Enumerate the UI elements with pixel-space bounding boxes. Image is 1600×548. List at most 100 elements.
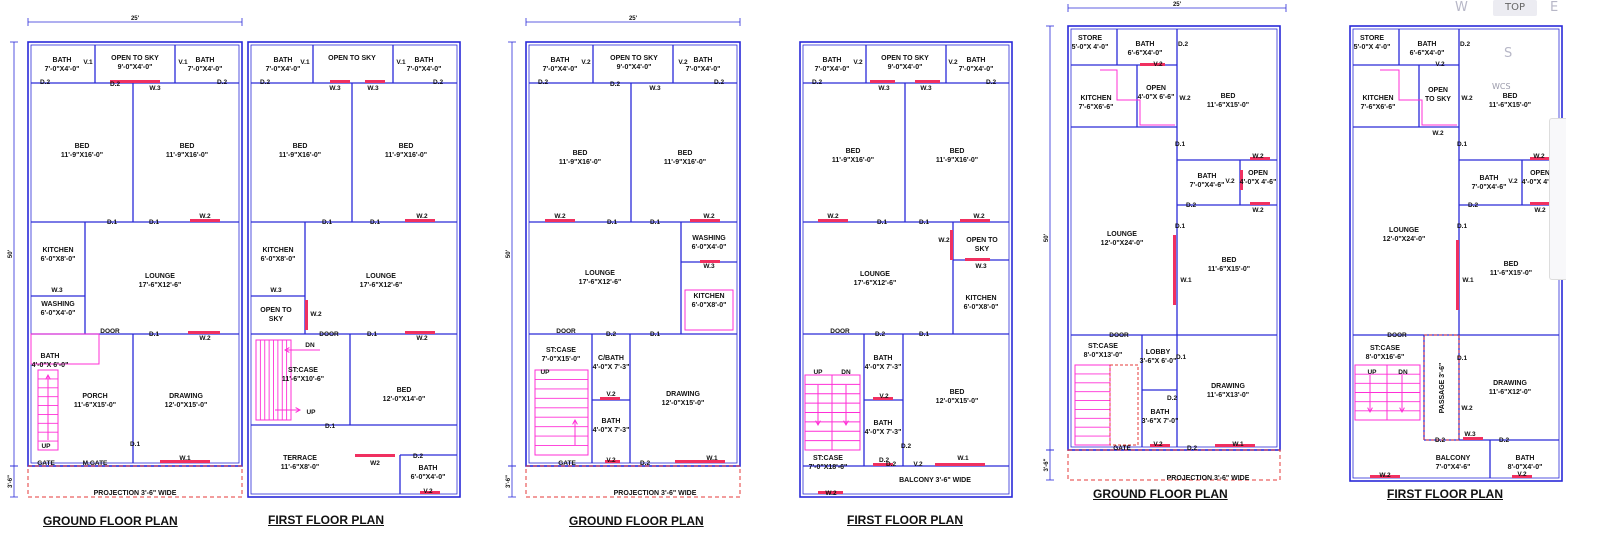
window-opening	[1370, 475, 1400, 478]
opening-tag: M.GATE	[83, 460, 108, 467]
room-bed-name: BED	[950, 389, 965, 396]
window-opening	[190, 219, 220, 222]
window-opening	[915, 80, 940, 83]
room-bath-name: BATH	[602, 418, 621, 425]
opening-tag: W.3	[975, 263, 987, 270]
dimension-label: 3'-6"	[8, 475, 14, 488]
opening-tag: D.1	[919, 219, 930, 226]
stair-arrowhead	[572, 418, 578, 425]
room-drawing-name: DRAWING	[1211, 383, 1245, 390]
opening-tag: V.2	[913, 461, 923, 468]
opening-tag: DN	[305, 342, 315, 349]
room-staircase-size: 8'-0"X13'-0"	[1084, 352, 1123, 359]
room-bath-size: 6'-6"X4'-0"	[1128, 50, 1163, 57]
opening-tag: V.2	[423, 488, 433, 495]
opening-tag: D.1	[107, 219, 118, 226]
opening-tag: GATE	[558, 460, 576, 467]
opening-tag: D.1	[1176, 354, 1187, 361]
opening-tag: DN	[1398, 369, 1408, 376]
opening-tag: W.3	[149, 85, 161, 92]
opening-tag: V.2	[1153, 441, 1163, 448]
room-open-name: OPEN	[1248, 170, 1268, 177]
window-opening	[935, 463, 985, 466]
window-opening	[1150, 444, 1170, 447]
room-open-to-sky-name: SKY	[269, 316, 284, 323]
viewcube-west-label[interactable]: W	[1455, 0, 1468, 15]
room-bed-name: BED	[846, 148, 861, 155]
room-bed-size: 11'-6"X15'-0"	[1207, 102, 1249, 109]
window-opening	[110, 80, 160, 83]
opening-tag: GATE	[1113, 445, 1131, 452]
opening-tag: V.1	[178, 59, 188, 66]
room-open-to-sky-size: 9'-0"X4'-0"	[118, 64, 153, 71]
viewcube-south-label[interactable]: S	[1504, 46, 1513, 61]
opening-tag: D.2	[538, 79, 549, 86]
dimension-label: 50'	[506, 249, 512, 258]
room-drawing-size: 12'-0"X15'-0"	[165, 402, 208, 409]
room-bed-size: 12'-0"X14'-0"	[383, 396, 426, 403]
room-bed-size: 12'-0"X15'-0"	[936, 398, 979, 405]
opening-tag: V.2	[1517, 471, 1527, 478]
room-staircase-name: ST:CASE	[288, 367, 318, 374]
room-bath-name: BATH	[419, 465, 438, 472]
room-kitchen-size: 6'-0"X8'-0"	[964, 304, 999, 311]
room-bath-name: BATH	[415, 57, 434, 64]
room-bath-name: BATH	[1480, 175, 1499, 182]
room-kitchen-size: 6'-0"X8'-0"	[261, 256, 296, 263]
room-bed-size: 11'-9"X16'-0"	[279, 152, 321, 159]
opening-tag: W2	[370, 460, 380, 467]
room-bath-size: 7'-0"X4'-0"	[45, 66, 80, 73]
window-opening	[700, 260, 720, 263]
room-store-size: 5'-0"X 4'-0"	[1354, 44, 1391, 51]
wcs-menu[interactable]: WCS	[1492, 82, 1511, 91]
kitchen-counter	[684, 289, 734, 331]
viewcube-top-face[interactable]: TOP	[1493, 0, 1537, 16]
room-bed-size: 11'-9"X16'-0"	[166, 152, 208, 159]
room-open-to-sky-size: 9'-0"X4'-0"	[888, 64, 923, 71]
opening-tag: DOOR	[1387, 332, 1407, 339]
room-lounge-size: 17'-6"X12'-6"	[139, 282, 182, 289]
room-bath-name: BATH	[1151, 409, 1170, 416]
opening-tag: D.2	[606, 331, 617, 338]
opening-tag: D.1	[607, 219, 618, 226]
opening-tag: W.2	[416, 335, 428, 342]
room-store-name: STORE	[1078, 35, 1102, 42]
room-bed-size: 11'-9"X16'-0"	[61, 152, 103, 159]
room-washing-name: WASHING	[41, 301, 75, 308]
kitchen-counter	[1100, 69, 1175, 126]
room-bed-name: BED	[397, 387, 412, 394]
opening-tag: DOOR	[830, 328, 850, 335]
room-bath-size: 4'-0"X 7'-3"	[865, 429, 902, 436]
opening-tag: UP	[813, 369, 823, 376]
room-bed-name: BED	[573, 150, 588, 157]
stair-arrowhead	[815, 420, 821, 427]
room-bath-name: BATH	[874, 420, 893, 427]
opening-tag: W.3	[367, 85, 379, 92]
room-bath-size: 8'-0"X4'-0"	[1508, 464, 1543, 471]
stair-arrowhead	[45, 373, 51, 380]
viewcube-east-label[interactable]: E	[1550, 0, 1559, 15]
opening-tag: W.3	[878, 85, 890, 92]
dimension-label: 50'	[8, 249, 14, 258]
opening-tag: W.2	[1379, 472, 1391, 479]
room-bed-size: 11'-9"X16'-0"	[936, 157, 978, 164]
room-store-name: STORE	[1360, 35, 1384, 42]
room-lounge-name: LOUNGE	[1389, 227, 1419, 234]
room-bath-name: BATH	[1516, 455, 1535, 462]
room-bed-size: 11'-9"X16'-0"	[385, 152, 427, 159]
opening-tag: D.1	[650, 219, 661, 226]
navigation-bar-panel[interactable]	[1549, 118, 1566, 280]
opening-tag: W.3	[703, 263, 715, 270]
opening-tag: D.2	[1186, 202, 1197, 209]
projection-label: PROJECTION 3'-6" WIDE	[1167, 475, 1250, 482]
staircase-outline	[1074, 364, 1111, 446]
opening-tag: W.1	[706, 455, 718, 462]
room-open-to-sky-name: TO SKY	[1425, 96, 1451, 103]
window-opening	[305, 300, 308, 330]
opening-tag: V.2	[948, 59, 958, 66]
room-lounge-name: LOUNGE	[585, 270, 615, 277]
projection-label: PROJECTION 3'-6" WIDE	[614, 490, 697, 497]
room-open-to-sky-name: OPEN	[1428, 87, 1448, 94]
window-opening	[873, 463, 893, 466]
